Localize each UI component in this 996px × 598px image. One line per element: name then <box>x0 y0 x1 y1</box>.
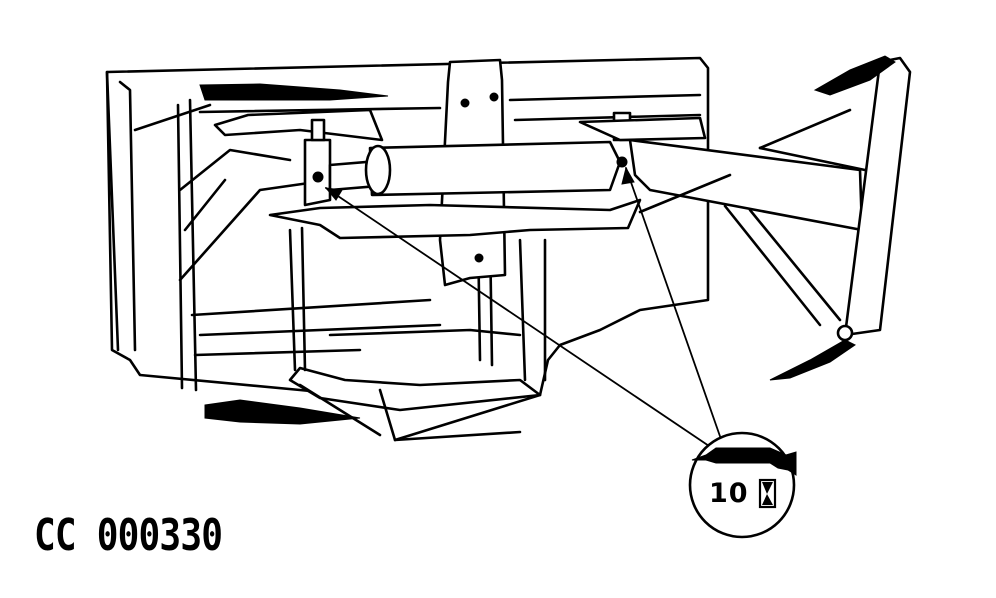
left-grease-fitting <box>312 171 324 183</box>
hourglass-icon <box>758 478 777 509</box>
grease-gun-icon <box>691 447 797 476</box>
right-grease-fitting <box>616 156 628 168</box>
figure-id-label: CC 000330 <box>34 510 223 561</box>
top-left-tine <box>199 83 389 101</box>
service-interval-value: 10 <box>709 478 749 509</box>
right-tine-arm <box>843 56 912 337</box>
bottom-left-tine <box>204 399 361 425</box>
leader-line-right <box>625 167 723 443</box>
bottom-right-tine <box>769 339 856 381</box>
right-boom <box>628 138 864 232</box>
top-right-tine <box>813 55 896 96</box>
leader-line-left <box>325 187 713 449</box>
hydraulic-cylinder <box>368 140 622 197</box>
